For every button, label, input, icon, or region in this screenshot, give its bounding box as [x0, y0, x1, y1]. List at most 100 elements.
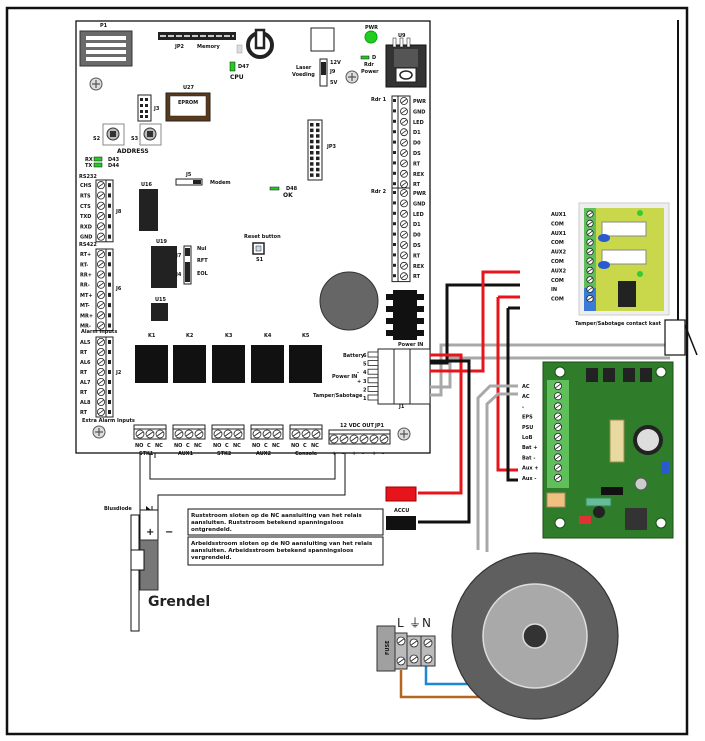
- rdr-power-label-1: Rdr: [364, 62, 374, 68]
- d48-label: D48: [286, 186, 298, 192]
- fuse-board-screw: [586, 229, 594, 237]
- vdc-out-screw: [369, 434, 379, 444]
- address-label: ADDRESS: [117, 148, 149, 155]
- vdc-out-polarity: +: [352, 451, 356, 457]
- j1-pin-number: 3: [363, 379, 367, 385]
- accu-black-lead: [386, 516, 416, 530]
- u15-label: U15: [155, 297, 167, 303]
- jp3-pin: [316, 151, 320, 155]
- psu-mount-hole: [554, 517, 566, 529]
- accu-red-lead: [385, 486, 417, 502]
- j4-jumper-cap: [185, 262, 190, 282]
- vdc-out-screw: [359, 434, 369, 444]
- mounting-screw: [89, 77, 103, 91]
- psu-terminal-label: -: [522, 404, 524, 410]
- reader2-pin-label: RT: [413, 253, 421, 259]
- rs232-screw: [97, 232, 106, 241]
- rx-label: RX: [85, 157, 93, 163]
- p1-connector: [79, 30, 133, 67]
- lock-rail: [130, 514, 140, 632]
- reader1-label: Rdr 1: [371, 97, 387, 103]
- vdc-out-polarity: -: [362, 451, 364, 457]
- extra-input-screw: [97, 337, 106, 346]
- buzzer: [319, 271, 379, 331]
- fuse-board-terminal-label: AUX2: [551, 268, 567, 274]
- u15-chip: [151, 303, 168, 321]
- l-label: L: [397, 616, 404, 630]
- rs232-screw: [97, 201, 106, 210]
- fuse-board-caption: Tamper/Sabotage contact kast: [575, 321, 662, 327]
- battery-label: Battery: [343, 353, 365, 359]
- jp3-pin: [310, 134, 314, 138]
- relay-terminal-screw: [233, 429, 243, 439]
- wire-grey-ac-2: [485, 392, 518, 552]
- s2-rotary-switch[interactable]: [102, 123, 125, 146]
- rs232-pin-label: GND: [80, 235, 92, 241]
- relay-terminal-screw: [194, 429, 204, 439]
- extra-input-pin-label: AL5: [80, 340, 91, 346]
- fuse-board-screw: [586, 285, 594, 293]
- relay-terminal-label: NO: [174, 443, 182, 449]
- rs422-pin-label: MT-: [80, 303, 90, 309]
- j1-pin: [367, 385, 379, 392]
- vdc-out-screw: [339, 434, 349, 444]
- jp3-pin: [316, 167, 320, 172]
- rs422-pin-label: RT+: [80, 252, 91, 258]
- reader1-contact: [393, 151, 396, 154]
- wire-brown-live: [399, 670, 487, 699]
- jp3-pin: [316, 134, 320, 138]
- fuse-board-terminal-label: AUX1: [551, 212, 567, 218]
- relay-terminal-label: NC: [194, 443, 202, 449]
- psu-screw: [554, 463, 563, 472]
- d47-label: D47: [238, 64, 250, 70]
- lock-circuit: Blusdiode + − Grendel: [104, 453, 346, 632]
- relay-terminal-label: C: [303, 443, 307, 449]
- rs422-label: RS422: [79, 242, 97, 248]
- reset-button-label: Reset button: [244, 234, 281, 240]
- psu-regulator: [601, 487, 623, 495]
- notes: Ruststroom sloten op de NC aansluiting v…: [187, 508, 384, 566]
- psu-screw: [554, 412, 563, 421]
- note-nc-line-3: ontgrendeld.: [191, 527, 232, 533]
- lock-bolt: [130, 549, 145, 571]
- fuse-board-screw: [586, 294, 594, 303]
- psu-terminal-label: AC: [522, 394, 530, 400]
- s3-rotary-switch[interactable]: [139, 123, 162, 146]
- jp3-pin: [310, 145, 314, 149]
- rs422-screw: [97, 311, 106, 320]
- psu-screw: [554, 432, 563, 441]
- jp3-pin: [310, 162, 314, 166]
- relay-terminal-label: NO: [135, 443, 143, 449]
- reader1-screw: [400, 128, 408, 137]
- reader1-pin-label: D1: [413, 130, 421, 136]
- rs422-contact: [108, 323, 111, 328]
- reader2-pin-label: REX: [413, 264, 424, 270]
- wire-grey-ac-1: [476, 384, 518, 550]
- vdc-out-screw: [379, 434, 389, 444]
- rs422-screw: [97, 301, 106, 310]
- j2-label: J2: [115, 370, 122, 376]
- voeding-label: Voeding: [292, 72, 315, 78]
- relay-terminal-screw: [213, 429, 223, 439]
- psu-terminal-label: Bat +: [522, 445, 538, 451]
- tamper-switch-lever: [684, 324, 698, 356]
- power-in-side-label: Power IN: [332, 374, 357, 380]
- relay-3: [212, 345, 245, 383]
- relay-2: [173, 345, 206, 383]
- reset-button[interactable]: [252, 242, 265, 255]
- rs422-screw: [97, 321, 106, 330]
- grendel-label: Grendel: [148, 594, 210, 610]
- rs232-contact: [108, 224, 111, 229]
- note-box-no: [187, 536, 384, 566]
- rs232-label: RS232: [79, 174, 97, 180]
- laser-label: Laser: [296, 65, 312, 71]
- d47-led: [229, 61, 236, 72]
- jp3-label: JP3: [326, 144, 337, 150]
- relay-3-label: K3: [225, 333, 233, 339]
- rs422-contact: [108, 282, 111, 287]
- tx-label: TX: [85, 163, 92, 169]
- rs422-block: [95, 248, 114, 332]
- vdc-out-polarity: -: [342, 451, 344, 457]
- rs232-screw: [97, 222, 106, 231]
